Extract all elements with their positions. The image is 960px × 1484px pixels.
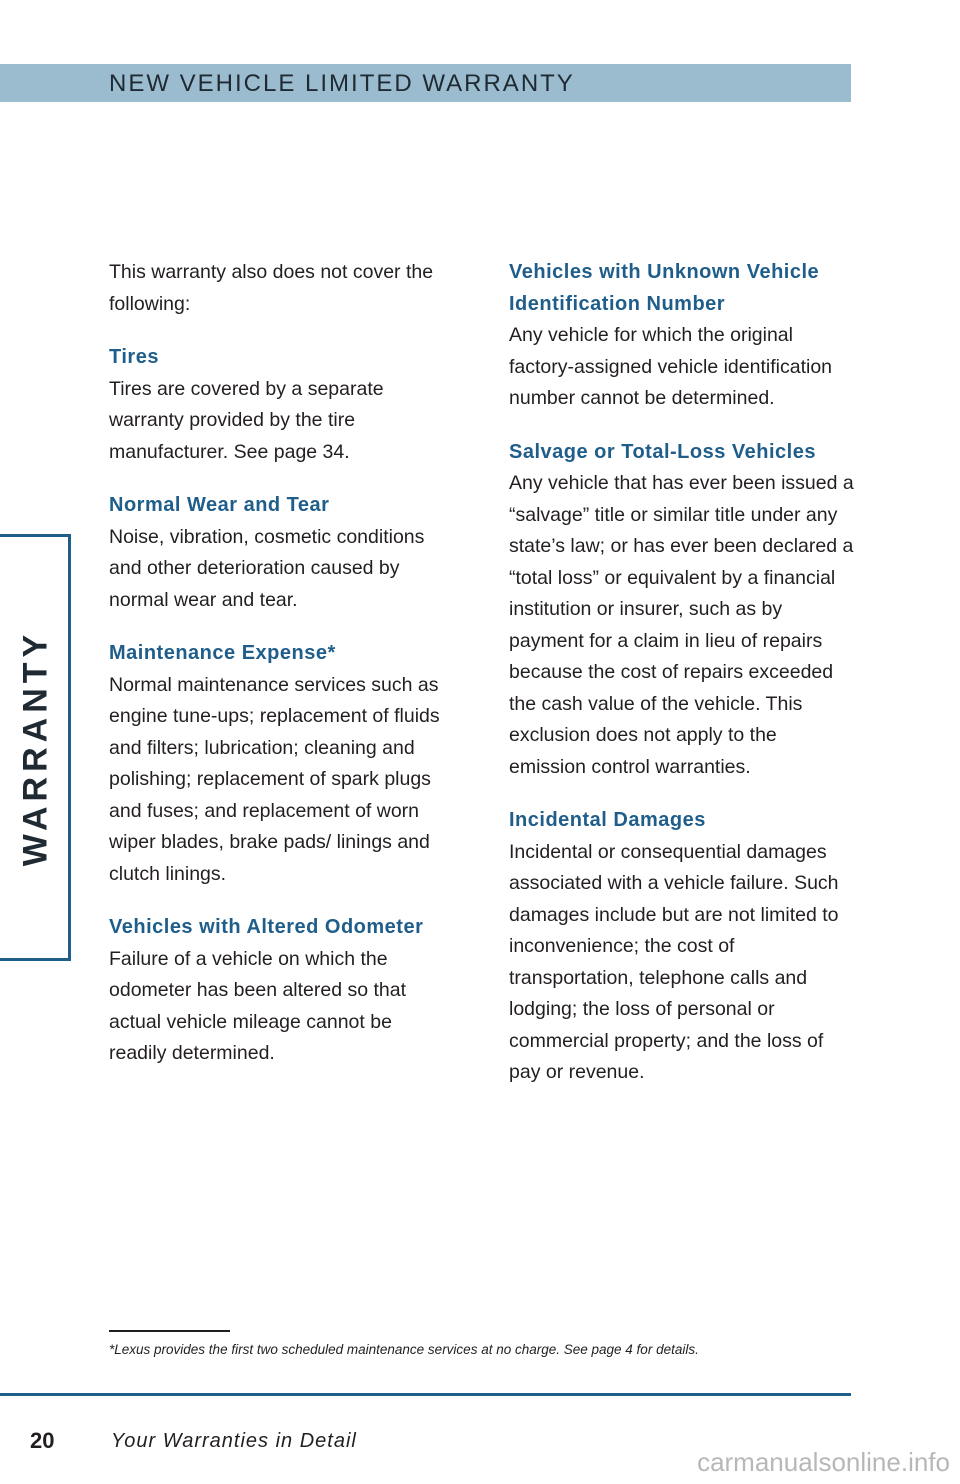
section-body: Any vehicle that has ever been issued a …: [509, 472, 854, 778]
side-tab-label: WARRANTY: [16, 629, 55, 867]
right-column: Vehicles with Unknown Vehicle Identifica…: [509, 257, 854, 1111]
section-heading: Vehicles with Altered Odometer: [109, 916, 424, 938]
footer-divider: [0, 1393, 851, 1396]
section-tires: Tires Tires are covered by a separate wa…: [109, 342, 454, 468]
section-normal-wear: Normal Wear and Tear Noise, vibration, c…: [109, 490, 454, 616]
section-body: Incidental or consequential damages asso…: [509, 840, 839, 1084]
page-header-title: NEW VEHICLE LIMITED WARRANTY: [109, 70, 575, 97]
left-column: This warranty also does not cover the fo…: [109, 257, 454, 1092]
section-heading: Salvage or Total-Loss Vehicles: [509, 440, 816, 463]
page-number: 20: [30, 1428, 55, 1453]
section-body: Failure of a vehicle on which the odomet…: [109, 947, 407, 1065]
watermark: carmanualsonline.info: [697, 1447, 950, 1477]
section-body: Any vehicle for which the original facto…: [509, 324, 833, 409]
section-incidental-damages: Incidental Damages Incidental or consequ…: [509, 805, 854, 1089]
section-heading: Incidental Damages: [509, 809, 706, 831]
section-body: Normal maintenance services such as engi…: [109, 673, 440, 885]
section-heading: Tires: [109, 346, 159, 368]
intro-text: This warranty also does not cover the fo…: [109, 261, 434, 315]
section-heading: Maintenance Expense*: [109, 642, 336, 664]
section-body: Tires are covered by a separate warranty…: [109, 377, 384, 463]
section-unknown-vin: Vehicles with Unknown Vehicle Identifica…: [509, 257, 854, 415]
footer-title: Your Warranties in Detail: [111, 1430, 357, 1452]
section-altered-odometer: Vehicles with Altered Odometer Failure o…: [109, 912, 454, 1070]
header-band: [0, 64, 851, 102]
section-salvage-total-loss: Salvage or Total-Loss Vehicles Any vehic…: [509, 437, 854, 784]
section-maintenance-expense: Maintenance Expense* Normal maintenance …: [109, 638, 454, 890]
section-body: Noise, vibration, cosmetic conditions an…: [109, 525, 425, 611]
section-heading: Normal Wear and Tear: [109, 494, 330, 516]
footnote-divider: [109, 1330, 230, 1332]
section-heading: Vehicles with Unknown Vehicle Identifica…: [509, 261, 820, 315]
footnote: *Lexus provides the first two scheduled …: [109, 1342, 699, 1357]
side-tab-frame: [0, 534, 71, 961]
